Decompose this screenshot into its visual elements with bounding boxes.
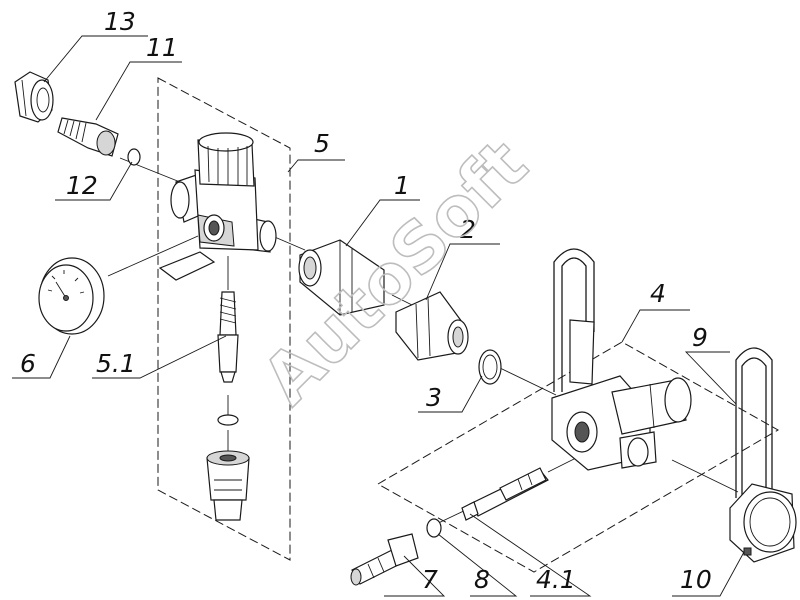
callout-5-1: 5.1 [96, 349, 136, 378]
part-4-1-cartridge [461, 467, 549, 521]
callout-9: 9 [692, 323, 708, 352]
part-3-oring [478, 349, 502, 385]
leader-lines [12, 35, 745, 597]
callout-12: 12 [66, 171, 98, 200]
callout-7: 7 [422, 565, 438, 594]
callout-6: 6 [20, 349, 36, 378]
part-1-union-coupling [298, 239, 385, 316]
part-5-1-valve-insert [206, 291, 250, 521]
part-6-pressure-gauge [38, 257, 105, 335]
callout-13: 13 [104, 7, 136, 36]
callout-4: 4 [650, 279, 666, 308]
part-4-lower-valve [551, 248, 692, 471]
part-5-valve-body [158, 132, 277, 281]
part-11-threaded-nipple [57, 117, 119, 157]
callout-5: 5 [314, 129, 330, 158]
assembly-5-boundary [157, 77, 291, 561]
part-13-cap-nut [14, 71, 54, 123]
callout-2: 2 [460, 215, 476, 244]
callout-labels: 13 11 12 5 1 2 6 5.1 3 4 9 7 8 4.1 10 [20, 7, 712, 594]
callout-11: 11 [146, 33, 178, 62]
callout-3: 3 [426, 383, 442, 412]
part-9-wire-clip [735, 347, 773, 498]
callout-10: 10 [680, 565, 712, 594]
assembly-4-boundary [376, 341, 780, 573]
callout-1: 1 [394, 171, 410, 200]
part-10-end-cap [729, 483, 797, 563]
part-2-threaded-connector [395, 291, 469, 361]
callout-8: 8 [474, 565, 490, 594]
part-7-hose-barb [350, 533, 419, 586]
part-8-oring [426, 518, 442, 538]
callout-4-1: 4.1 [536, 565, 576, 594]
part-12-small-oring [127, 148, 141, 166]
